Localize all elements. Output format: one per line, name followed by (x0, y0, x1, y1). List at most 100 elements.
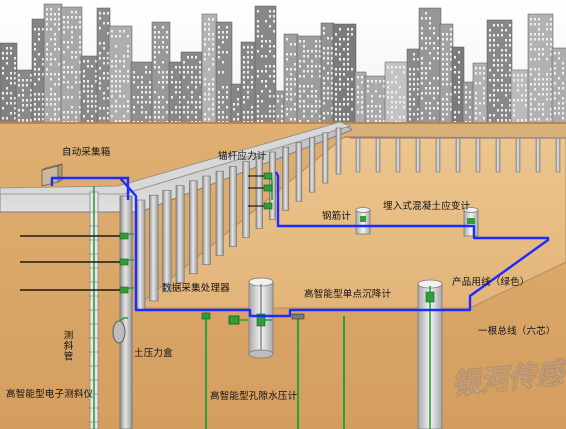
diagram-element (119, 30, 121, 33)
diagram-element (323, 97, 325, 100)
diagram-element (273, 110, 275, 113)
diagram-element (14, 97, 16, 100)
diagram-element (538, 118, 540, 121)
diagram-element (162, 106, 164, 109)
diagram-element (331, 87, 333, 90)
diagram-element (208, 28, 210, 31)
diagram-element (294, 83, 296, 86)
diagram-element (46, 68, 48, 71)
diagram-element (343, 83, 345, 86)
diagram-element (183, 96, 185, 99)
diagram-element (425, 12, 427, 15)
diagram-element (6, 62, 8, 65)
diagram-element (212, 108, 214, 111)
diagram-element (54, 83, 56, 86)
diagram-element (367, 85, 369, 88)
diagram-element (208, 38, 210, 41)
diagram-element (562, 107, 564, 110)
diagram-element (204, 53, 206, 56)
diagram-element (257, 35, 259, 38)
diagram-element (171, 76, 173, 79)
diagram-element (429, 92, 431, 95)
diagram-element (450, 33, 452, 36)
diagram-element (315, 40, 317, 43)
diagram-element (323, 87, 325, 90)
diagram-element (95, 95, 97, 98)
diagram-element (546, 23, 548, 26)
diagram-element (323, 52, 325, 55)
diagram-element (517, 119, 519, 122)
diagram-element (26, 104, 28, 107)
diagram-element (58, 28, 60, 31)
diagram-element (38, 38, 40, 41)
diagram-element (42, 63, 44, 66)
diagram-element (10, 112, 12, 115)
diagram-element (87, 80, 89, 83)
diagram-element (38, 118, 40, 121)
diagram-element (361, 76, 363, 79)
diagram-element (489, 39, 491, 42)
building (462, 81, 475, 129)
diagram-element (119, 258, 129, 266)
diagram-element (54, 18, 56, 21)
diagram-element (257, 10, 259, 13)
diagram-element (505, 29, 507, 32)
diagram-element (34, 68, 36, 71)
diagram-element (429, 37, 431, 40)
diagram-element (154, 106, 156, 109)
diagram-element (319, 120, 321, 123)
diagram-element (208, 88, 210, 91)
diagram-element (347, 48, 349, 51)
diagram-element (450, 83, 452, 86)
diagram-element (505, 119, 507, 122)
diagram-element (534, 98, 536, 101)
diagram-element (63, 31, 65, 34)
diagram-element (409, 83, 411, 86)
diagram-element (294, 63, 296, 66)
diagram-element (204, 83, 206, 86)
diagram-element (175, 91, 177, 94)
diagram-element (497, 79, 499, 82)
diagram-element (141, 76, 143, 79)
diagram-element (489, 119, 491, 122)
diagram-element (158, 81, 160, 84)
diagram-element (54, 58, 56, 61)
diagram-element (99, 12, 101, 15)
diagram-element (95, 105, 97, 108)
diagram-element (127, 35, 129, 38)
diagram-element (243, 61, 245, 64)
diagram-element (237, 103, 239, 106)
diagram-element (442, 83, 444, 86)
diagram-element (273, 55, 275, 58)
diagram-element (413, 68, 415, 71)
pile (175, 185, 185, 284)
diagram-element (501, 49, 503, 52)
diagram-element (437, 47, 439, 50)
diagram-element (379, 95, 381, 98)
diagram-element (218, 111, 220, 114)
diagram-element (355, 207, 371, 213)
diagram-element (54, 23, 56, 26)
diagram-element (42, 118, 44, 121)
diagram-element (58, 23, 60, 26)
diagram-element (179, 111, 181, 114)
diagram-element (425, 102, 427, 105)
diagram-element (546, 28, 548, 31)
diagram-element (493, 49, 495, 52)
diagram-element (550, 93, 552, 96)
diagram-element (175, 111, 177, 114)
diagram-element (30, 119, 32, 122)
diagram-element (550, 73, 552, 76)
diagram-element (483, 92, 485, 95)
diagram-element (421, 67, 423, 70)
diagram-element (327, 52, 329, 55)
diagram-element (335, 48, 337, 51)
diagram-element (391, 71, 393, 74)
diagram-element (91, 65, 93, 68)
diagram-element (91, 120, 93, 123)
diagram-element (158, 31, 160, 34)
diagram-element (550, 98, 552, 101)
diagram-element (437, 92, 439, 95)
diagram-element (513, 79, 515, 82)
diagram-element (425, 87, 427, 90)
